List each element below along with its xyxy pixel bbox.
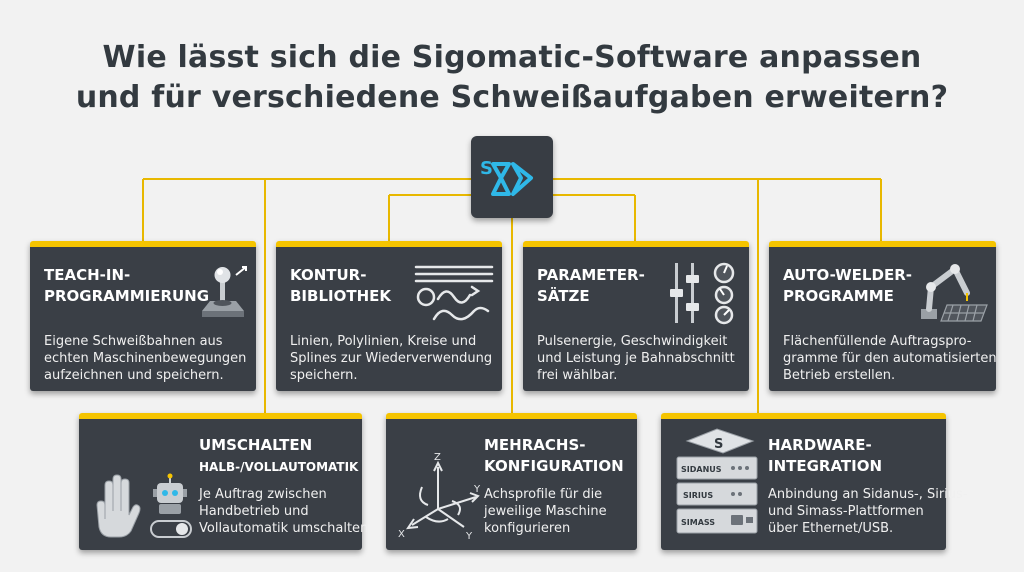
card-umschalten-desc-line-1: Je Auftrag zwischen — [199, 487, 327, 502]
card-hardware-desc-line-2: und Simass-Plattformen — [768, 504, 924, 519]
svg-text:S: S — [480, 158, 493, 179]
axis-label-y-bottom: Y — [465, 531, 473, 542]
hardware-label-sirius: SIRIUS — [683, 491, 713, 500]
card-kontur: KONTUR- BIBLIOTHEK Linien, Polylinien, K… — [276, 241, 502, 391]
card-auto-welder-title-line-1: AUTO-WELDER- — [783, 266, 912, 284]
axes-icon: Z Y Y X — [398, 452, 481, 542]
card-umschalten-title-line-2: HALB-/VOLLAUTOMATIK — [199, 460, 359, 474]
card-teach-in-title-line-2: PROGRAMMIERUNG — [44, 287, 210, 305]
hardware-top-label: S — [714, 437, 723, 452]
card-auto-welder-desc-line-1: Flächenfüllende Auftragspro- — [783, 334, 972, 349]
card-kontur-desc-line-3: speichern. — [290, 368, 358, 383]
card-mehrachs-desc-line-2: jeweilige Maschine — [484, 504, 607, 519]
axis-label-x: X — [398, 529, 405, 540]
hardware-label-sidanus: SIDANUS — [681, 465, 722, 474]
hardware-stack-icon: S SIDANUS SIRIUS SIMASS — [676, 428, 758, 534]
sigomatic-logo: S — [471, 136, 553, 218]
title-line-1: Wie lässt sich die Sigomatic-Software an… — [102, 40, 922, 75]
card-mehrachs: MEHRACHS- KONFIGURATION Z Y Y X Achsprof… — [386, 413, 637, 550]
card-parameter-title-line-2: SÄTZE — [537, 287, 590, 305]
hand-robot-toggle-icon — [96, 473, 192, 538]
sigomatic-logo-icon: S — [480, 158, 533, 196]
title-line-2: und für verschiedene Schweißaufgaben erw… — [75, 80, 949, 115]
card-umschalten-desc-line-2: Handbetrieb und — [199, 504, 309, 519]
axis-label-z: Z — [434, 452, 441, 463]
card-hardware: HARDWARE- INTEGRATION S SIDANUS SIRIUS S… — [661, 413, 968, 550]
card-hardware-title-line-1: HARDWARE- — [768, 436, 872, 454]
card-teach-in: TEACH-IN- PROGRAMMIERUNG Eigene Schweißb… — [30, 241, 256, 391]
card-mehrachs-title-line-1: MEHRACHS- — [484, 436, 586, 454]
card-auto-welder-title-line-2: PROGRAMME — [783, 287, 894, 305]
card-parameter-title-line-1: PARAMETER- — [537, 266, 645, 284]
card-parameter-desc-line-1: Pulsenergie, Geschwindigkeit — [537, 334, 728, 349]
card-hardware-desc-line-3: über Ethernet/USB. — [768, 521, 894, 536]
card-parameter-desc-line-2: und Leistung je Bahnabschnitt — [537, 351, 735, 366]
card-kontur-desc-line-1: Linien, Polylinien, Kreise und — [290, 334, 477, 349]
card-auto-welder-desc-line-2: gramme für den automatisierten — [783, 351, 997, 366]
card-teach-in-desc-line-3: aufzeichnen und speichern. — [44, 368, 224, 383]
contour-shapes-icon — [414, 265, 494, 321]
card-parameter-desc-line-3: frei wählbar. — [537, 368, 618, 383]
card-mehrachs-desc-line-1: Achsprofile für die — [484, 487, 603, 502]
card-teach-in-desc-line-1: Eigene Schweißbahnen aus — [44, 334, 223, 349]
robot-arm-grid-icon — [921, 264, 988, 322]
card-auto-welder: AUTO-WELDER- PROGRAMME Flächenfüllende A… — [769, 241, 997, 391]
axis-label-y-right: Y — [473, 484, 481, 495]
card-umschalten-title-line-1: UMSCHALTEN — [199, 436, 313, 454]
hardware-label-simass: SIMASS — [681, 518, 715, 527]
card-teach-in-desc-line-2: echten Maschinenbewegungen — [44, 351, 247, 366]
sliders-knobs-icon — [670, 262, 735, 325]
card-umschalten: UMSCHALTEN HALB-/VOLLAUTOMATIK Je Auftra… — [79, 413, 368, 550]
card-parameter: PARAMETER- SÄTZE Pulsenergie, Geschwindi… — [523, 241, 749, 391]
card-hardware-title-line-2: INTEGRATION — [768, 457, 883, 475]
page-title: Wie lässt sich die Sigomatic-Software an… — [0, 38, 1024, 118]
card-kontur-title-line-1: KONTUR- — [290, 266, 367, 284]
card-auto-welder-desc-line-3: Betrieb erstellen. — [783, 368, 896, 383]
card-teach-in-title-line-1: TEACH-IN- — [44, 266, 131, 284]
card-umschalten-desc-line-3: Vollautomatik umschalten — [199, 521, 369, 536]
card-kontur-title-line-2: BIBLIOTHEK — [290, 287, 391, 305]
card-mehrachs-title-line-2: KONFIGURATION — [484, 457, 624, 475]
card-mehrachs-desc-line-3: konfigurieren — [484, 521, 571, 536]
card-hardware-desc-line-1: Anbindung an Sidanus-, Sirius- — [768, 487, 968, 502]
joystick-icon — [202, 266, 247, 317]
card-kontur-desc-line-2: Splines zur Wiederverwendung — [290, 351, 493, 366]
